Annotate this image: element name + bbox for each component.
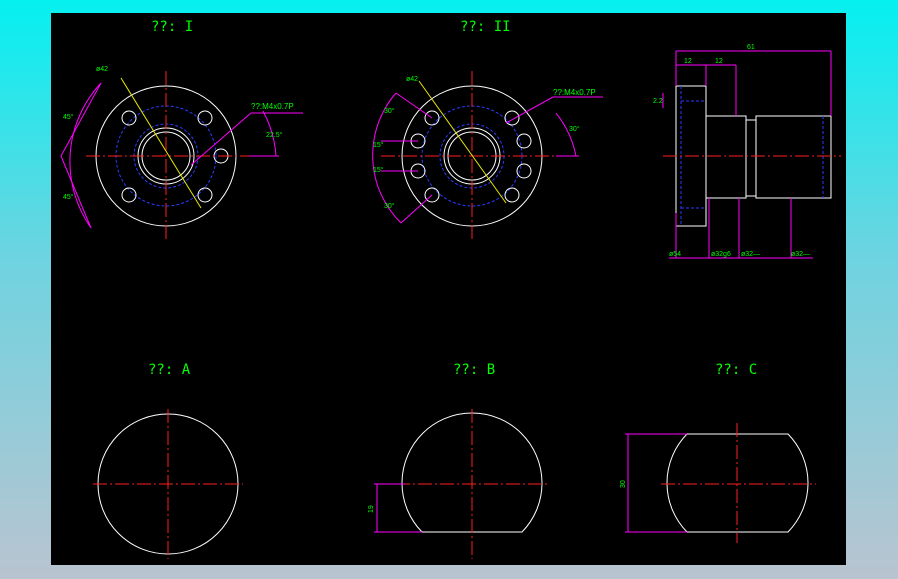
side-view-groove: [745, 119, 757, 197]
view-b-title: ??: B: [453, 362, 495, 378]
view-2-bolt-hole: [424, 187, 440, 203]
view-2-angle-extension: [395, 92, 433, 119]
view-1-bolt-hole: [197, 110, 213, 126]
view-a-section: ??: A: [93, 362, 243, 559]
view-2-bolt-hole: [516, 163, 532, 179]
view-2-bolt-hole: [504, 187, 520, 203]
view-2-bolt-hole: [504, 110, 520, 126]
view-b-dim-height: 19: [368, 505, 375, 513]
view-1-leader-line: [190, 112, 252, 166]
view-2-thread-callout: ??:M4x0.7P: [553, 88, 596, 97]
view-1-bolt-hole: [121, 187, 137, 203]
view-a-title: ??: A: [148, 362, 191, 378]
view-c-title: ??: C: [715, 362, 757, 378]
view-2-dim-angle: 30°: [569, 125, 580, 133]
side-view-dim-length: 12: [715, 58, 723, 65]
view-1-flange: ??: I ø42 ??:M4x0.7P 45° 45° 22.5°: [60, 19, 303, 241]
side-view-body: [755, 115, 832, 199]
view-c-section: ??: C 30: [620, 362, 816, 543]
side-view-dim-diameter: ø32g6: [711, 251, 731, 258]
side-view-dim-diameter: ø32—: [741, 251, 760, 258]
view-1-angle-extension: [60, 155, 92, 229]
view-1-angle-arc: [262, 110, 277, 157]
view-1-thread-callout: ??:M4x0.7P: [251, 102, 294, 111]
side-view-dim-small: 2.2: [653, 98, 663, 105]
view-1-angle-extension: [60, 82, 102, 157]
view-2-title: ??: II: [460, 19, 511, 35]
view-2-dim-angle: 15°: [373, 166, 384, 174]
view-2-bolt-hole: [516, 133, 532, 149]
side-view-dim-length: 61: [747, 44, 755, 51]
view-2-dim-angle: 30°: [384, 107, 395, 115]
view-1-angle-arc: [69, 82, 102, 229]
cad-drawing: ??: I ø42 ??:M4x0.7P 45° 45° 22.5° ??: I…: [60, 19, 841, 559]
view-1-title: ??: I: [151, 19, 193, 35]
view-1-dim-angle: 45°: [63, 113, 74, 121]
side-view-dim-length: 12: [684, 58, 692, 65]
view-1-dim-angle: 45°: [63, 193, 74, 201]
view-2-dim-diameter: ø42: [406, 76, 418, 83]
side-view-dim-diameter: ø54: [669, 251, 681, 258]
view-2-bolt-hole: [424, 110, 440, 126]
view-1-bolt-hole: [121, 110, 137, 126]
side-view-shaft: 61 12 12 2.2 ø54 ø32g6 ø32— ø32—: [653, 44, 841, 259]
view-2-leader-line: [418, 80, 507, 204]
view-c-dim-height: 30: [620, 480, 627, 488]
side-view-dim-diameter: ø32—: [791, 251, 810, 258]
view-2-dim-angle: 15°: [373, 141, 384, 149]
cad-viewport[interactable]: ??: I ø42 ??:M4x0.7P 45° 45° 22.5° ??: I…: [51, 13, 846, 565]
view-2-leader-line: [505, 96, 554, 124]
view-2-dim-angle: 30°: [384, 202, 395, 210]
view-1-leader-line: [120, 77, 202, 209]
view-1-bolt-hole: [197, 187, 213, 203]
view-1-dim-angle: 22.5°: [266, 131, 283, 139]
view-2-angle-extension: [400, 194, 433, 224]
view-2-flange: ??: II ø42 ??:M4x0.7P 30° 15° 15° 30° 30…: [372, 19, 603, 241]
view-b-flat-circle: [401, 412, 543, 533]
view-b-section: ??: B 19: [368, 362, 548, 559]
side-view-neck: [705, 115, 747, 199]
view-2-angle-arc: [372, 92, 402, 224]
view-2-angle-arc: [555, 112, 577, 157]
view-1-dim-diameter: ø42: [96, 66, 108, 73]
view-c-double-flat: [666, 433, 809, 533]
